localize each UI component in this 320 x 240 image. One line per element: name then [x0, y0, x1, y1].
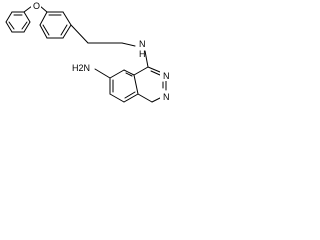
amine-hydrogen-label: H	[139, 49, 146, 59]
ring-nitrogen-lower-label: N	[163, 92, 170, 102]
quinazoline-structure-diagram: O N H H2N N N	[5, 0, 171, 103]
amine-bond	[144, 50, 149, 68]
amino-bond	[94, 68, 111, 79]
ether-bonds	[23, 5, 48, 13]
amine-nitrogen-label: N	[139, 39, 146, 49]
phenoxy-ring	[5, 11, 31, 33]
ring-nitrogen-upper-label: N	[163, 71, 170, 81]
ether-oxygen-label: O	[33, 1, 40, 11]
benzo-ring	[109, 66, 149, 103]
ethyl-linker	[70, 24, 136, 47]
phenylene-ring	[39, 11, 72, 39]
pyrimidine-ring	[137, 66, 167, 103]
amino-group-label: H2N	[72, 63, 90, 73]
